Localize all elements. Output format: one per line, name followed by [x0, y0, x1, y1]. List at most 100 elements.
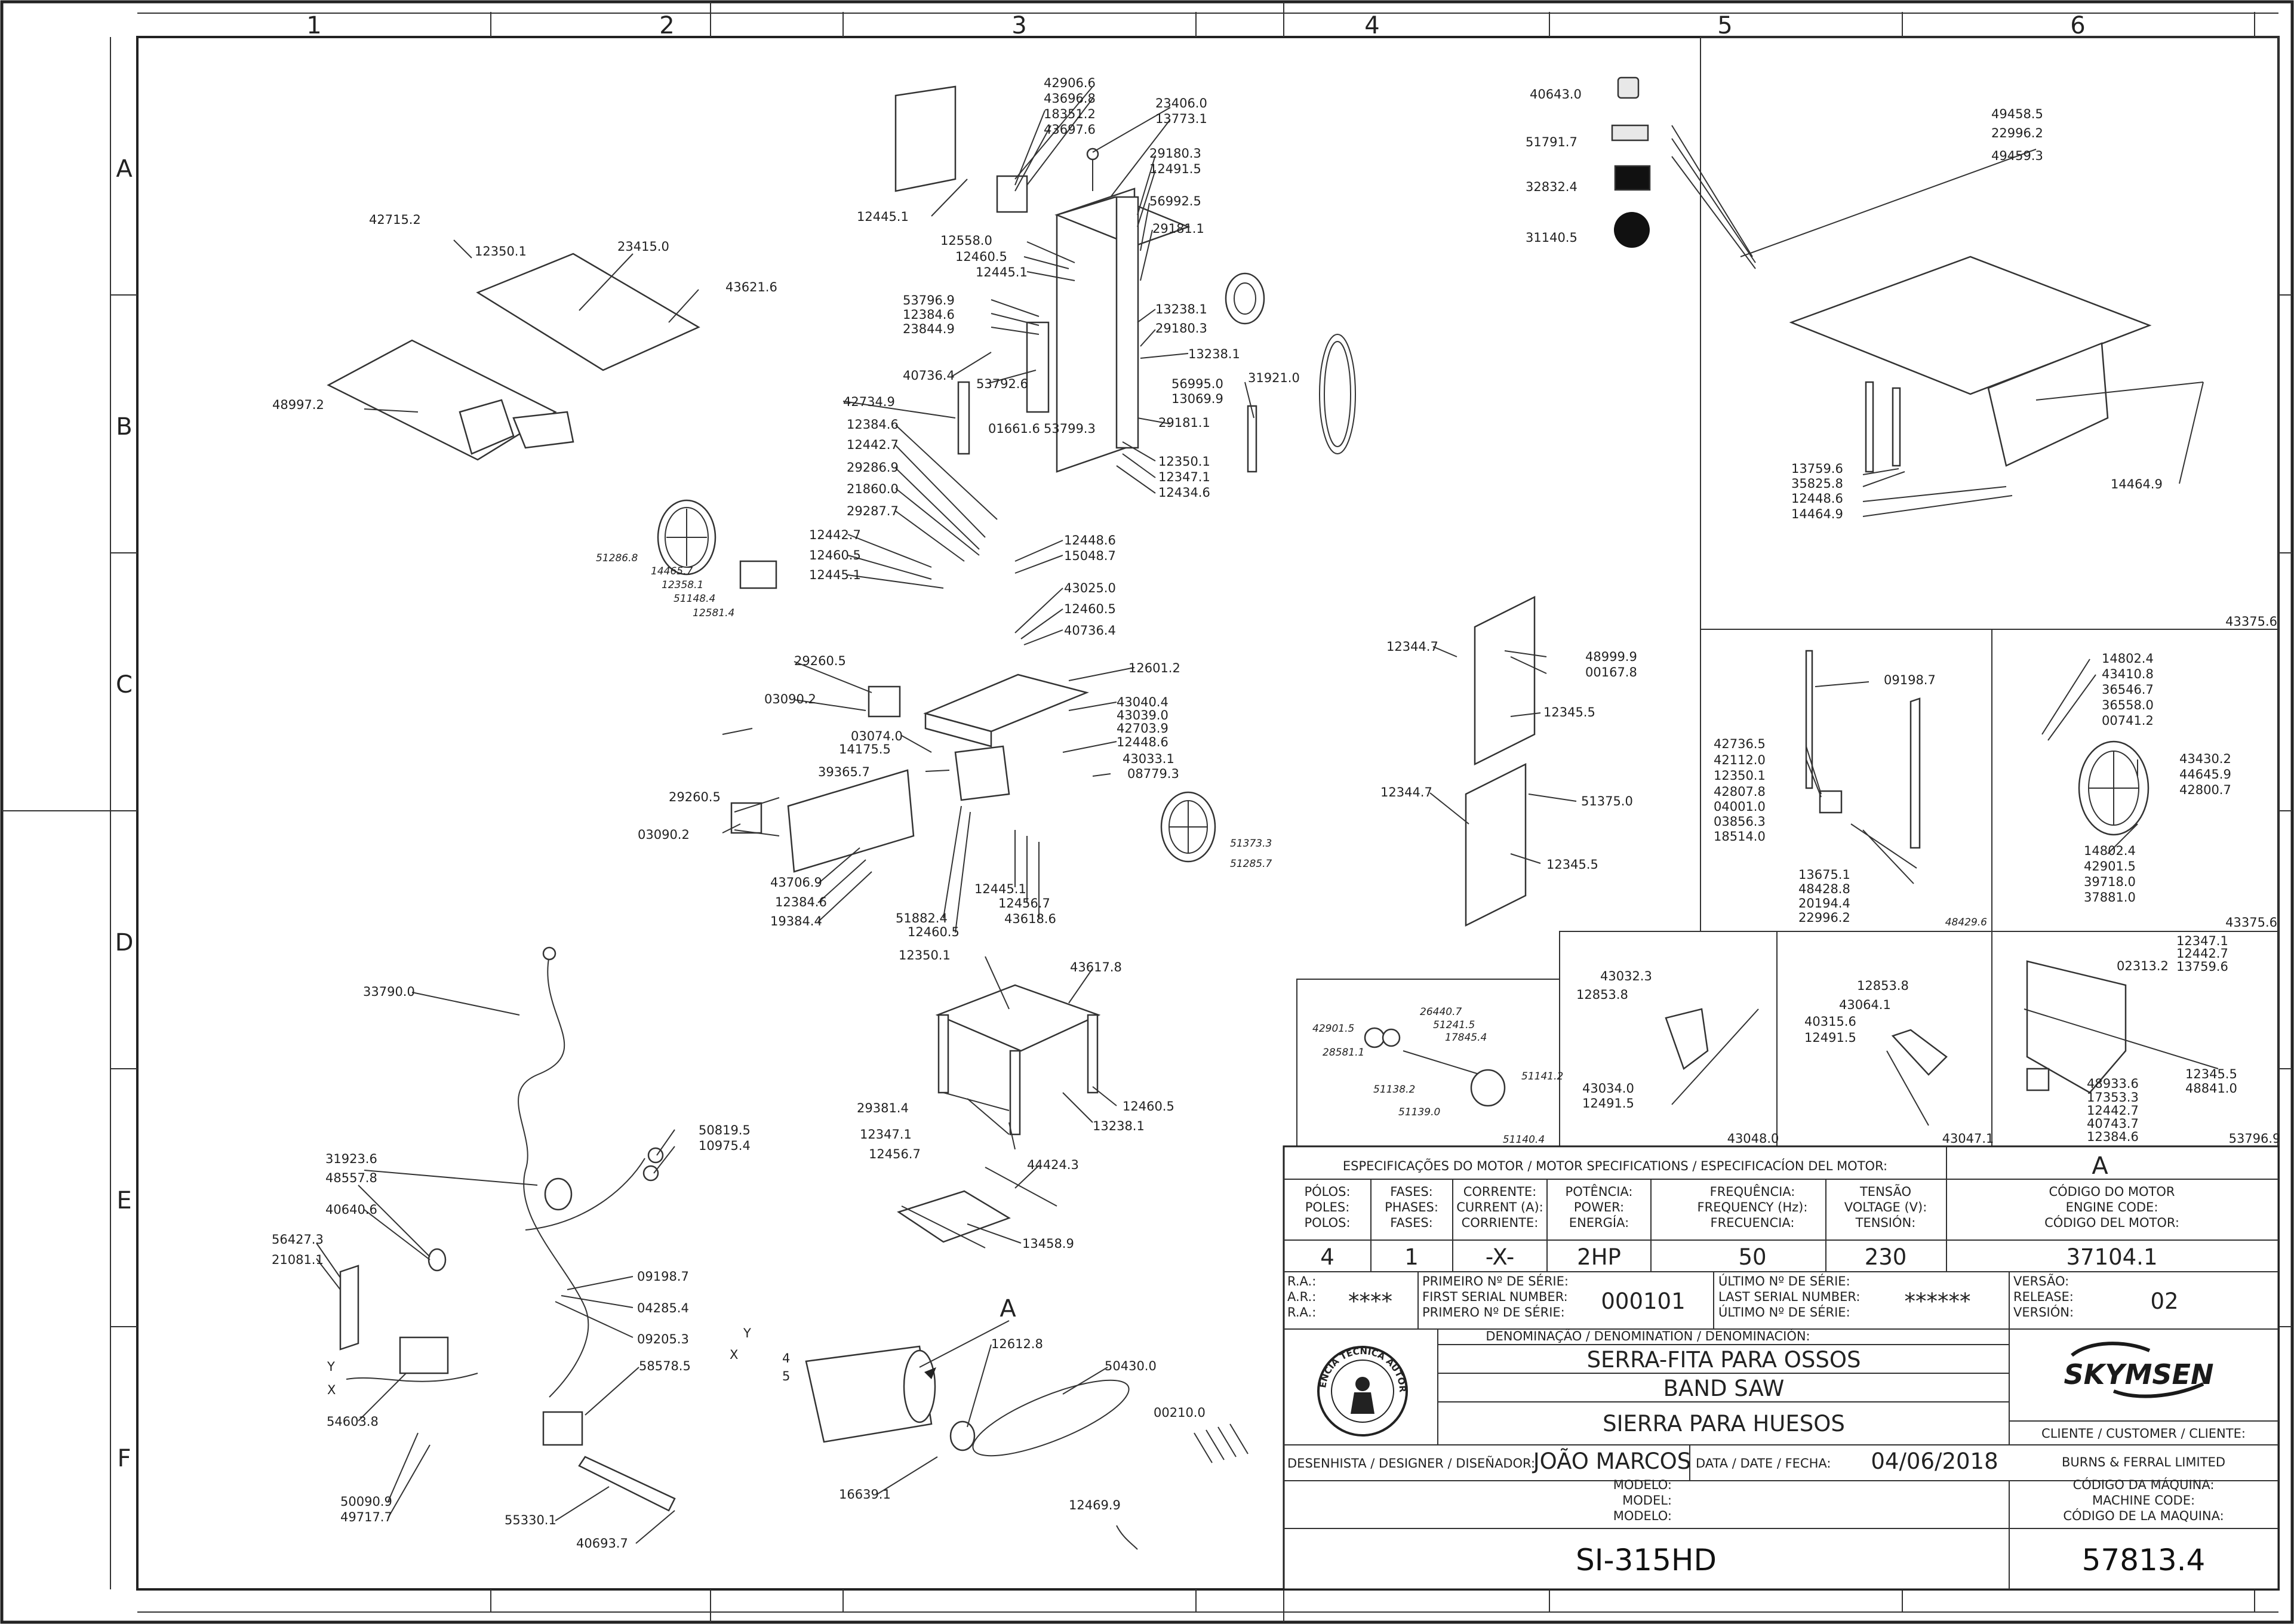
callout: 12442.7 — [2176, 946, 2228, 961]
callout: 12384.6 — [847, 417, 899, 432]
callout: 12350.1 — [475, 244, 527, 259]
spec-label: FASES: — [1390, 1185, 1433, 1199]
callout: 49717.7 — [340, 1510, 392, 1524]
callout: 08779.3 — [1127, 767, 1179, 781]
model-label: MODELO: — [1613, 1509, 1672, 1523]
callout: 03090.2 — [638, 828, 690, 842]
callout: 14175.5 — [839, 742, 891, 756]
callout: 56995.0 — [1171, 377, 1223, 391]
callout: 40643.0 — [1530, 87, 1582, 102]
part-geometry — [327, 76, 2219, 1550]
callout: 43617.8 — [1070, 960, 1122, 974]
callout: 28581.1 — [1323, 1047, 1364, 1059]
callout: 13458.9 — [1022, 1237, 1074, 1251]
zone-row-f: F — [117, 1445, 131, 1472]
callout: 22996.2 — [1991, 126, 2043, 140]
callout: 42807.8 — [1714, 785, 1766, 799]
callout: 03856.3 — [1714, 814, 1766, 829]
callout: 12853.8 — [1576, 988, 1628, 1002]
callout: 29287.7 — [847, 504, 899, 518]
model-label: MODEL: — [1622, 1493, 1672, 1508]
zone-row-c: C — [116, 671, 133, 699]
callout: 43033.1 — [1123, 752, 1174, 766]
callout: 56427.3 — [272, 1232, 324, 1247]
release-label: RELEASE: — [2013, 1290, 2074, 1304]
release-value: 02 — [2150, 1288, 2178, 1314]
spec-label: POWER: — [1574, 1200, 1624, 1214]
callout: 49458.5 — [1991, 107, 2043, 121]
callout: 02313.2 — [2117, 959, 2169, 973]
callout: 03090.2 — [764, 692, 816, 706]
zone-col-1: 1 — [306, 12, 321, 39]
spec-label: FREQUÊNCIA: — [1710, 1184, 1795, 1199]
callout: 53799.3 — [1044, 422, 1096, 436]
customer-name: BURNS & FERRAL LIMITED — [2062, 1455, 2225, 1469]
callout: 12581.4 — [693, 607, 734, 619]
callout: 42901.5 — [2084, 859, 2136, 873]
callout: 12445.1 — [976, 265, 1028, 279]
motor-code-value: 37104.1 — [2066, 1244, 2157, 1270]
callout: 42906.6 — [1044, 76, 1096, 90]
callout: 43025.0 — [1064, 581, 1116, 595]
spec-label: ENGINE CODE: — [2066, 1200, 2158, 1214]
callout: 40640.6 — [325, 1202, 377, 1217]
callout: 12460.5 — [955, 250, 1007, 264]
leader-lines — [316, 86, 2204, 1544]
callout: 31923.6 — [325, 1152, 377, 1166]
motor-wire-y: Y — [743, 1326, 751, 1340]
callout: 48557.8 — [325, 1171, 377, 1185]
zone-col-2: 2 — [659, 12, 674, 39]
release-label: VERSÃO: — [2013, 1273, 2069, 1288]
callout: 13238.1 — [1093, 1119, 1145, 1133]
callout: 09198.7 — [637, 1269, 689, 1284]
last-serial-label: ÚLTIMO Nº DE SÉRIE: — [1718, 1305, 1850, 1320]
callout-labels: 42906.6 43696.8 18351.2 43697.6 23406.0 … — [272, 76, 2237, 1551]
callout: 44645.9 — [2179, 767, 2231, 782]
first-serial-label: PRIMEIRO Nº DE SÉRIE: — [1422, 1274, 1569, 1288]
callout: 23844.9 — [903, 322, 955, 336]
callout: 53796.9 — [903, 293, 955, 307]
callout: 51373.3 — [1230, 838, 1272, 850]
callout: 12558.0 — [940, 233, 992, 248]
callout: 40315.6 — [1804, 1014, 1856, 1029]
spec-value-phases: 1 — [1404, 1244, 1419, 1270]
callout: 12434.6 — [1158, 485, 1210, 500]
callout: 50430.0 — [1105, 1359, 1157, 1373]
callout: 14465.7 — [651, 565, 693, 577]
callout: 12344.7 — [1380, 785, 1432, 799]
callout: 53792.6 — [976, 377, 1028, 391]
callout: 12445.1 — [974, 882, 1026, 896]
spec-label: CÓDIGO DEL MOTOR: — [2044, 1215, 2179, 1230]
callout: 43618.6 — [1004, 912, 1056, 926]
zone-col-4: 4 — [1364, 12, 1379, 39]
callout: 42734.9 — [843, 395, 895, 409]
callout: 29181.1 — [1152, 222, 1204, 236]
callout: 13773.1 — [1155, 112, 1207, 126]
wire-label-y: Y — [327, 1360, 335, 1374]
panel-code-43375-6-b: 43375.6 — [2225, 915, 2277, 930]
zone-col-5: 5 — [1717, 12, 1732, 39]
motor-spec-header: ESPECIFICAÇÕES DO MOTOR / MOTOR SPECIFIC… — [1343, 1158, 1887, 1173]
machine-code-label: MACHINE CODE: — [2092, 1493, 2195, 1508]
callout: 13675.1 — [1798, 868, 1850, 882]
callout: 12853.8 — [1857, 979, 1909, 993]
callout: 48841.0 — [2185, 1081, 2237, 1096]
ra-label: A.R.: — [1287, 1290, 1316, 1304]
callout: 18514.0 — [1714, 829, 1766, 844]
panel-code-53796-9: 53796.9 — [2229, 1131, 2281, 1146]
callout: 29181.1 — [1158, 416, 1210, 430]
callout: 12442.7 — [809, 528, 861, 542]
subassembly-codes: 43375.6 48429.6 43375.6 51140.4 43048.0 … — [1503, 614, 2281, 1146]
callout: 14802.4 — [2084, 844, 2136, 858]
callout: 12456.7 — [869, 1147, 921, 1161]
zone-column-labels: 1 2 3 4 5 6 — [306, 12, 2085, 39]
spec-value-poles: 4 — [1320, 1244, 1334, 1270]
spec-value-power: 2HP — [1577, 1244, 1621, 1270]
skymsen-logo-icon: SKYMSEN — [2064, 1342, 2213, 1398]
callout: 12345.5 — [1546, 857, 1598, 872]
callout: 39718.0 — [2084, 875, 2136, 889]
callout: 12347.1 — [860, 1127, 912, 1142]
callout: 43039.0 — [1117, 708, 1168, 722]
